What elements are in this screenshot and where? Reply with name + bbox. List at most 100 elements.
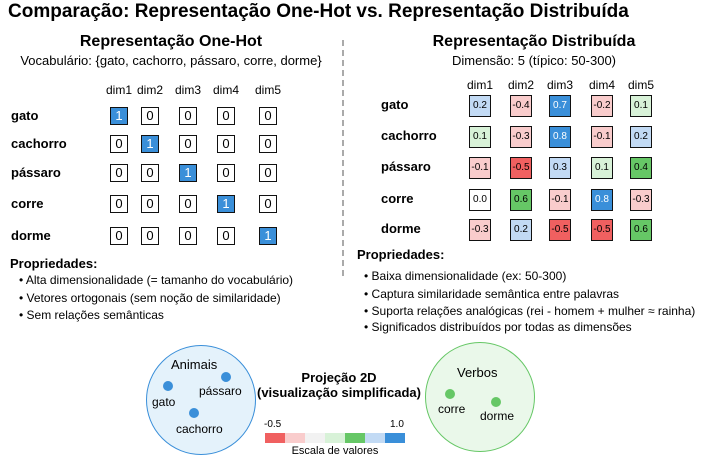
distributed-cell: 0.4	[630, 157, 652, 179]
animals-cluster	[146, 345, 256, 455]
animals-label: Animais	[171, 357, 218, 372]
onehot-prop-item: • Vetores ortogonais (sem noção de simil…	[19, 291, 281, 305]
distributed-cell: 0.2	[630, 126, 652, 148]
onehot-cell: 1	[141, 135, 159, 153]
distributed-cell: -0.5	[591, 219, 613, 241]
label-cachorro: cachorro	[176, 422, 223, 436]
onehot-dim-header: dim4	[212, 83, 239, 97]
scale-segment	[345, 433, 365, 443]
scale-min-label: -0.5	[264, 419, 282, 430]
onehot-cell: 0	[179, 107, 197, 125]
distributed-dim-header: dim1	[466, 78, 493, 92]
distributed-cell: 0.6	[630, 219, 652, 241]
scale-caption: Escala de valores	[291, 445, 379, 457]
distributed-prop-item: • Significados distribuídos por todas as…	[364, 320, 632, 334]
distributed-dimension: Dimensão: 5 (típico: 50-300)	[451, 53, 617, 68]
onehot-cell: 0	[179, 135, 197, 153]
point-cachorro	[189, 408, 199, 418]
distributed-cell: 0.2	[510, 219, 532, 241]
onehot-vocabulary: Vocabulário: {gato, cachorro, pássaro, c…	[20, 53, 322, 68]
onehot-row-label: pássaro	[11, 165, 61, 180]
onehot-cell: 0	[217, 107, 235, 125]
onehot-cell: 0	[259, 135, 277, 153]
distributed-cell: -0.1	[469, 157, 491, 179]
distributed-cell: 0.1	[630, 95, 652, 117]
onehot-dim-header: dim1	[105, 83, 132, 97]
distributed-prop-item: • Captura similaridade semântica entre p…	[364, 287, 619, 301]
projection-title-line1: Projeção 2D	[301, 370, 377, 385]
onehot-cell: 0	[217, 164, 235, 182]
distributed-cell: 0.6	[510, 189, 532, 211]
label-dorme: dorme	[480, 409, 515, 423]
page-title: Comparação: Representação One-Hot vs. Re…	[8, 1, 629, 22]
point-gato	[163, 381, 173, 391]
distributed-row-label: dorme	[381, 221, 421, 236]
projection-title-line2: (visualização simplificada)	[256, 385, 421, 400]
onehot-cell: 1	[217, 195, 235, 213]
distributed-cell: -0.3	[510, 126, 532, 148]
distributed-row-label: corre	[381, 191, 414, 206]
onehot-row-label: gato	[11, 108, 39, 123]
onehot-cell: 1	[179, 164, 197, 182]
distributed-dim-header: dim4	[588, 78, 615, 92]
onehot-cell: 1	[110, 107, 128, 125]
label-gato: gato	[152, 395, 176, 409]
onehot-cell: 1	[259, 227, 277, 245]
distributed-heading: Representação Distribuída	[432, 33, 636, 50]
distributed-cell: 0.2	[469, 95, 491, 117]
distributed-cell: -0.4	[510, 95, 532, 117]
point-corre	[445, 389, 455, 399]
distributed-cell: -0.1	[591, 126, 613, 148]
distributed-prop-item: • Baixa dimensionalidade (ex: 50-300)	[364, 269, 567, 283]
scale-segment	[325, 433, 345, 443]
onehot-dim-header: dim3	[174, 83, 201, 97]
scale-segment	[285, 433, 305, 443]
distributed-prop-item: • Suporta relações analógicas (rei - hom…	[364, 304, 696, 318]
scale-segment	[385, 433, 405, 443]
scale-segment	[265, 433, 285, 443]
distributed-dim-header: dim3	[546, 78, 573, 92]
onehot-props-title: Propriedades:	[10, 256, 98, 271]
onehot-cell: 0	[110, 164, 128, 182]
distributed-dim-header: dim5	[627, 78, 654, 92]
label-corre: corre	[438, 402, 466, 416]
distributed-props-title: Propriedades:	[357, 247, 445, 262]
onehot-prop-item: • Sem relações semânticas	[19, 308, 164, 322]
onehot-dim-header: dim2	[136, 83, 163, 97]
point-dorme	[491, 397, 501, 407]
distributed-cell: -0.5	[549, 219, 571, 241]
section-divider	[342, 40, 344, 276]
distributed-row-label: gato	[381, 97, 409, 112]
distributed-cell: 0.1	[591, 157, 613, 179]
distributed-cell: 0.7	[549, 95, 571, 117]
onehot-cell: 0	[179, 195, 197, 213]
distributed-cell: -0.5	[510, 157, 532, 179]
onehot-cell: 0	[259, 195, 277, 213]
onehot-cell: 0	[141, 107, 159, 125]
onehot-dim-header: dim5	[254, 83, 281, 97]
distributed-row-label: cachorro	[381, 128, 437, 143]
distributed-cell: -0.1	[549, 189, 571, 211]
onehot-cell: 0	[179, 227, 197, 245]
onehot-cell: 0	[259, 107, 277, 125]
distributed-cell: 0.8	[549, 126, 571, 148]
point-passaro	[221, 372, 231, 382]
scale-segment	[365, 433, 385, 443]
distributed-cell: -0.2	[591, 95, 613, 117]
onehot-cell: 0	[141, 227, 159, 245]
distributed-cell: -0.3	[469, 219, 491, 241]
onehot-heading: Representação One-Hot	[79, 33, 263, 50]
onehot-row-label: dorme	[11, 228, 51, 243]
distributed-dim-header: dim2	[507, 78, 534, 92]
scale-segment	[305, 433, 325, 443]
distributed-cell: -0.3	[630, 189, 652, 211]
onehot-row-label: corre	[11, 196, 44, 211]
onehot-cell: 0	[110, 195, 128, 213]
label-passaro: pássaro	[199, 384, 242, 398]
verbs-label: Verbos	[457, 365, 498, 380]
distributed-cell: 0.3	[549, 157, 571, 179]
onehot-cell: 0	[217, 135, 235, 153]
distributed-row-label: pássaro	[381, 159, 431, 174]
verbs-cluster	[425, 342, 535, 452]
distributed-cell: 0.1	[469, 126, 491, 148]
